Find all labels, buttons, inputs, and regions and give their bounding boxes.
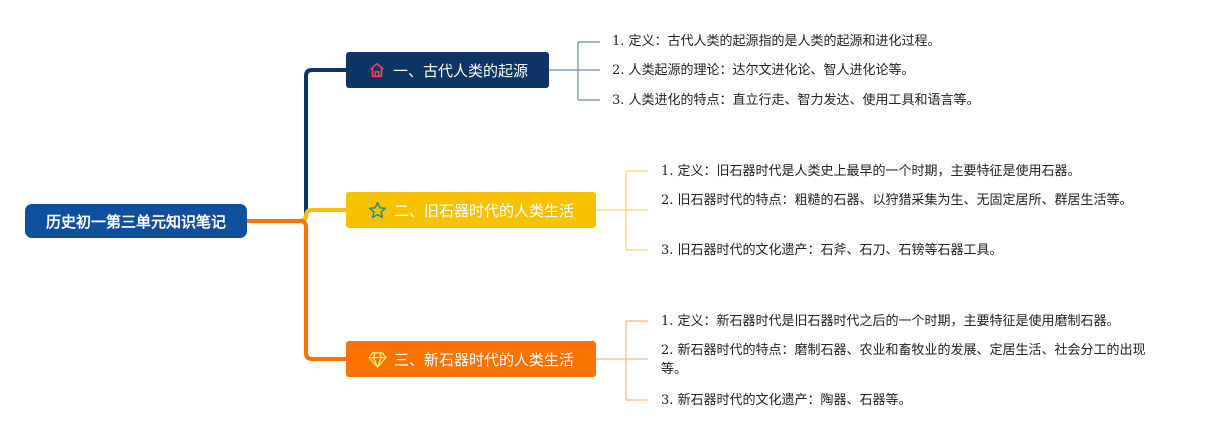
branch-topic-2[interactable]: 二、旧石器时代的人类生活 — [346, 192, 596, 228]
branch-topic-1[interactable]: 一、古代人类的起源 — [346, 52, 549, 88]
leaf-3-2[interactable]: 2. 新石器时代的特点：磨制石器、农业和畜牧业的发展、定居生活、社会分工的出现等… — [661, 343, 1146, 377]
diamond-icon — [368, 349, 388, 369]
branch-label-3: 三、新石器时代的人类生活 — [393, 350, 574, 369]
connector-group-2 — [596, 170, 648, 251]
leaf-1-3[interactable]: 3. 人类进化的特点：直立行走、智力发达、使用工具和语言等。 — [612, 93, 980, 108]
branch-label-1: 一、古代人类的起源 — [392, 61, 528, 80]
leaf-3-3[interactable]: 3. 新石器时代的文化遗产：陶器、石器等。 — [661, 393, 912, 408]
branch-label-2: 二、旧石器时代的人类生活 — [393, 201, 574, 220]
leaf-3-1[interactable]: 1. 定义：新石器时代是旧石器时代之后的一个时期，主要特征是使用磨制石器。 — [661, 314, 1120, 329]
connector-group-3 — [596, 320, 648, 401]
root-topic-label: 历史初一第三单元知识笔记 — [45, 212, 226, 231]
leaf-1-1[interactable]: 1. 定义：古代人类的起源指的是人类的起源和进化过程。 — [612, 34, 941, 49]
leaf-2-1[interactable]: 1. 定义：旧石器时代是人类史上最早的一个时期，主要特征是使用石器。 — [661, 164, 1081, 179]
leaf-2-2[interactable]: 2. 旧石器时代的特点：粗糙的石器、以狩猎采集为生、无固定居所、群居生活等。 — [661, 193, 1133, 208]
connector-branch-1 — [247, 68, 346, 223]
connector-branch-3 — [247, 219, 346, 361]
branch-topic-3[interactable]: 三、新石器时代的人类生活 — [346, 341, 596, 377]
house-icon — [367, 60, 387, 80]
connector-group-1 — [549, 41, 600, 101]
root-topic[interactable]: 历史初一第三单元知识笔记 — [25, 204, 247, 238]
star-icon — [368, 200, 388, 220]
leaf-1-2[interactable]: 2. 人类起源的理论：达尔文进化论、智人进化论等。 — [612, 63, 915, 78]
leaf-2-3[interactable]: 3. 旧石器时代的文化遗产：石斧、石刀、石镑等石器工具。 — [661, 243, 1003, 258]
